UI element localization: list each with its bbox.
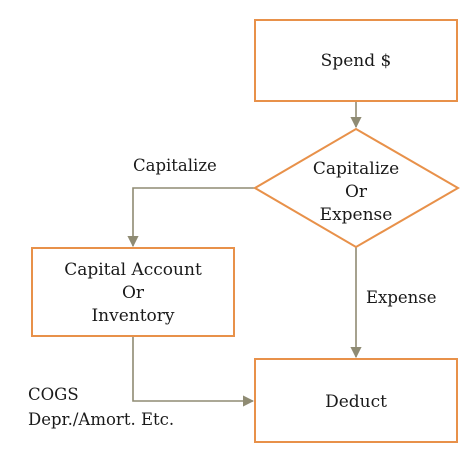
cogs-edge-label-line-1: COGS bbox=[28, 385, 79, 404]
deduct-box bbox=[254, 358, 458, 443]
arrow-decision-to-capital-account bbox=[127, 187, 255, 248]
capital-account-line-2: Or bbox=[122, 283, 145, 303]
capital-account-line-1: Capital Account bbox=[64, 260, 202, 280]
decision-diamond bbox=[253, 127, 460, 249]
decision-line-3: Expense bbox=[320, 205, 393, 225]
decision-node: Capitalize Or Expense bbox=[253, 127, 460, 249]
cogs-edge-label-line-2: Depr./Amort. Etc. bbox=[28, 410, 174, 429]
decision-line-1: Capitalize bbox=[313, 159, 399, 179]
spend-node: Spend $ bbox=[254, 19, 458, 102]
capital-account-line-3: Inventory bbox=[91, 306, 174, 326]
deduct-node: Deduct bbox=[254, 358, 458, 443]
spend-box bbox=[254, 19, 458, 102]
arrow-capital-account-to-deduct bbox=[132, 336, 255, 407]
deduct-label: Deduct bbox=[325, 392, 387, 412]
expense-edge-label: Expense bbox=[366, 288, 437, 307]
capitalize-edge-label: Capitalize bbox=[133, 156, 217, 175]
spend-label: Spend $ bbox=[321, 51, 392, 71]
capital-account-box bbox=[31, 247, 235, 337]
capital-account-node: Capital Account Or Inventory bbox=[31, 247, 235, 337]
decision-line-2: Or bbox=[345, 182, 368, 202]
